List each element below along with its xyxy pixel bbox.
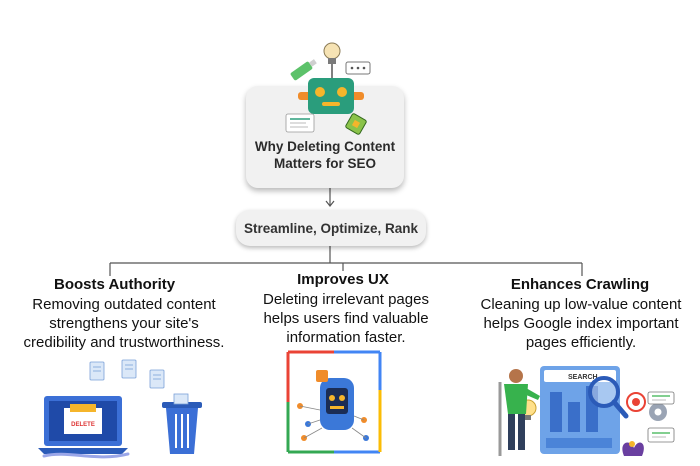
branch-desc-line: information faster. bbox=[286, 329, 406, 346]
document-icon bbox=[285, 113, 315, 133]
google-frame bbox=[286, 350, 382, 454]
tagline-label: Streamline, Optimize, Rank bbox=[243, 220, 419, 236]
robot-icon bbox=[316, 370, 354, 430]
robot-icon bbox=[285, 42, 371, 135]
chat-bubble-icon bbox=[345, 61, 371, 75]
branch-desc-line: helps Google index important bbox=[483, 315, 679, 332]
branch-desc-line: credibility and trustworthiness. bbox=[23, 334, 225, 351]
top-card: Why Deleting Content Matters for SEO bbox=[246, 86, 404, 188]
branch-desc-line: Removing outdated content bbox=[32, 296, 216, 313]
top-card-title-line2: Matters for SEO bbox=[273, 156, 377, 171]
document-icon bbox=[89, 361, 105, 381]
document-icon bbox=[121, 359, 137, 379]
network-nodes bbox=[297, 403, 369, 441]
connector-arrowhead bbox=[325, 200, 335, 207]
chat-bubble-icon bbox=[647, 391, 675, 405]
laptop-screen-label: DELETE bbox=[71, 422, 95, 428]
search-window-icon: SEARCH bbox=[540, 366, 620, 454]
target-icon bbox=[626, 392, 646, 412]
branch-title-crawling: Enhances Crawling bbox=[510, 276, 650, 293]
branch-desc-line: Deleting irrelevant pages bbox=[263, 291, 429, 308]
illustration-delete-content: DELETE bbox=[38, 359, 202, 459]
laptop-icon: DELETE bbox=[38, 396, 128, 454]
chip-icon bbox=[345, 113, 367, 135]
search-label: SEARCH bbox=[568, 374, 598, 381]
branch-desc-authority: Removing outdated content strengthens yo… bbox=[4, 295, 244, 352]
trash-bin-icon bbox=[162, 393, 202, 454]
illustration-ux bbox=[286, 350, 382, 454]
branch-title-authority: Boosts Authority bbox=[54, 276, 176, 293]
illustration-crawling: SEARCH bbox=[498, 366, 675, 456]
branch-desc-line: helps users find valuable bbox=[263, 310, 429, 327]
branch-desc-line: pages efficiently. bbox=[525, 334, 637, 351]
person-icon bbox=[498, 369, 540, 456]
branch-title-ux: Improves UX bbox=[297, 271, 389, 288]
document-icon bbox=[149, 369, 165, 389]
top-card-title-line1: Why Deleting Content bbox=[254, 139, 396, 154]
plant-icon bbox=[622, 441, 644, 456]
gear-icon bbox=[649, 403, 667, 421]
tagline-pill: Streamline, Optimize, Rank bbox=[236, 210, 426, 246]
magnifier-icon bbox=[588, 376, 629, 419]
usb-drive-icon bbox=[290, 59, 317, 81]
branch-desc-crawling: Cleaning up low-value content helps Goog… bbox=[463, 295, 699, 352]
lightbulb-icon bbox=[323, 42, 341, 78]
document-icon bbox=[647, 427, 675, 443]
branch-desc-ux: Deleting irrelevant pages helps users fi… bbox=[248, 290, 444, 347]
branch-desc-line: strengthens your site's bbox=[49, 315, 199, 332]
branch-desc-line: Cleaning up low-value content bbox=[480, 296, 682, 313]
top-card-title: Why Deleting Content Matters for SEO bbox=[246, 138, 404, 172]
